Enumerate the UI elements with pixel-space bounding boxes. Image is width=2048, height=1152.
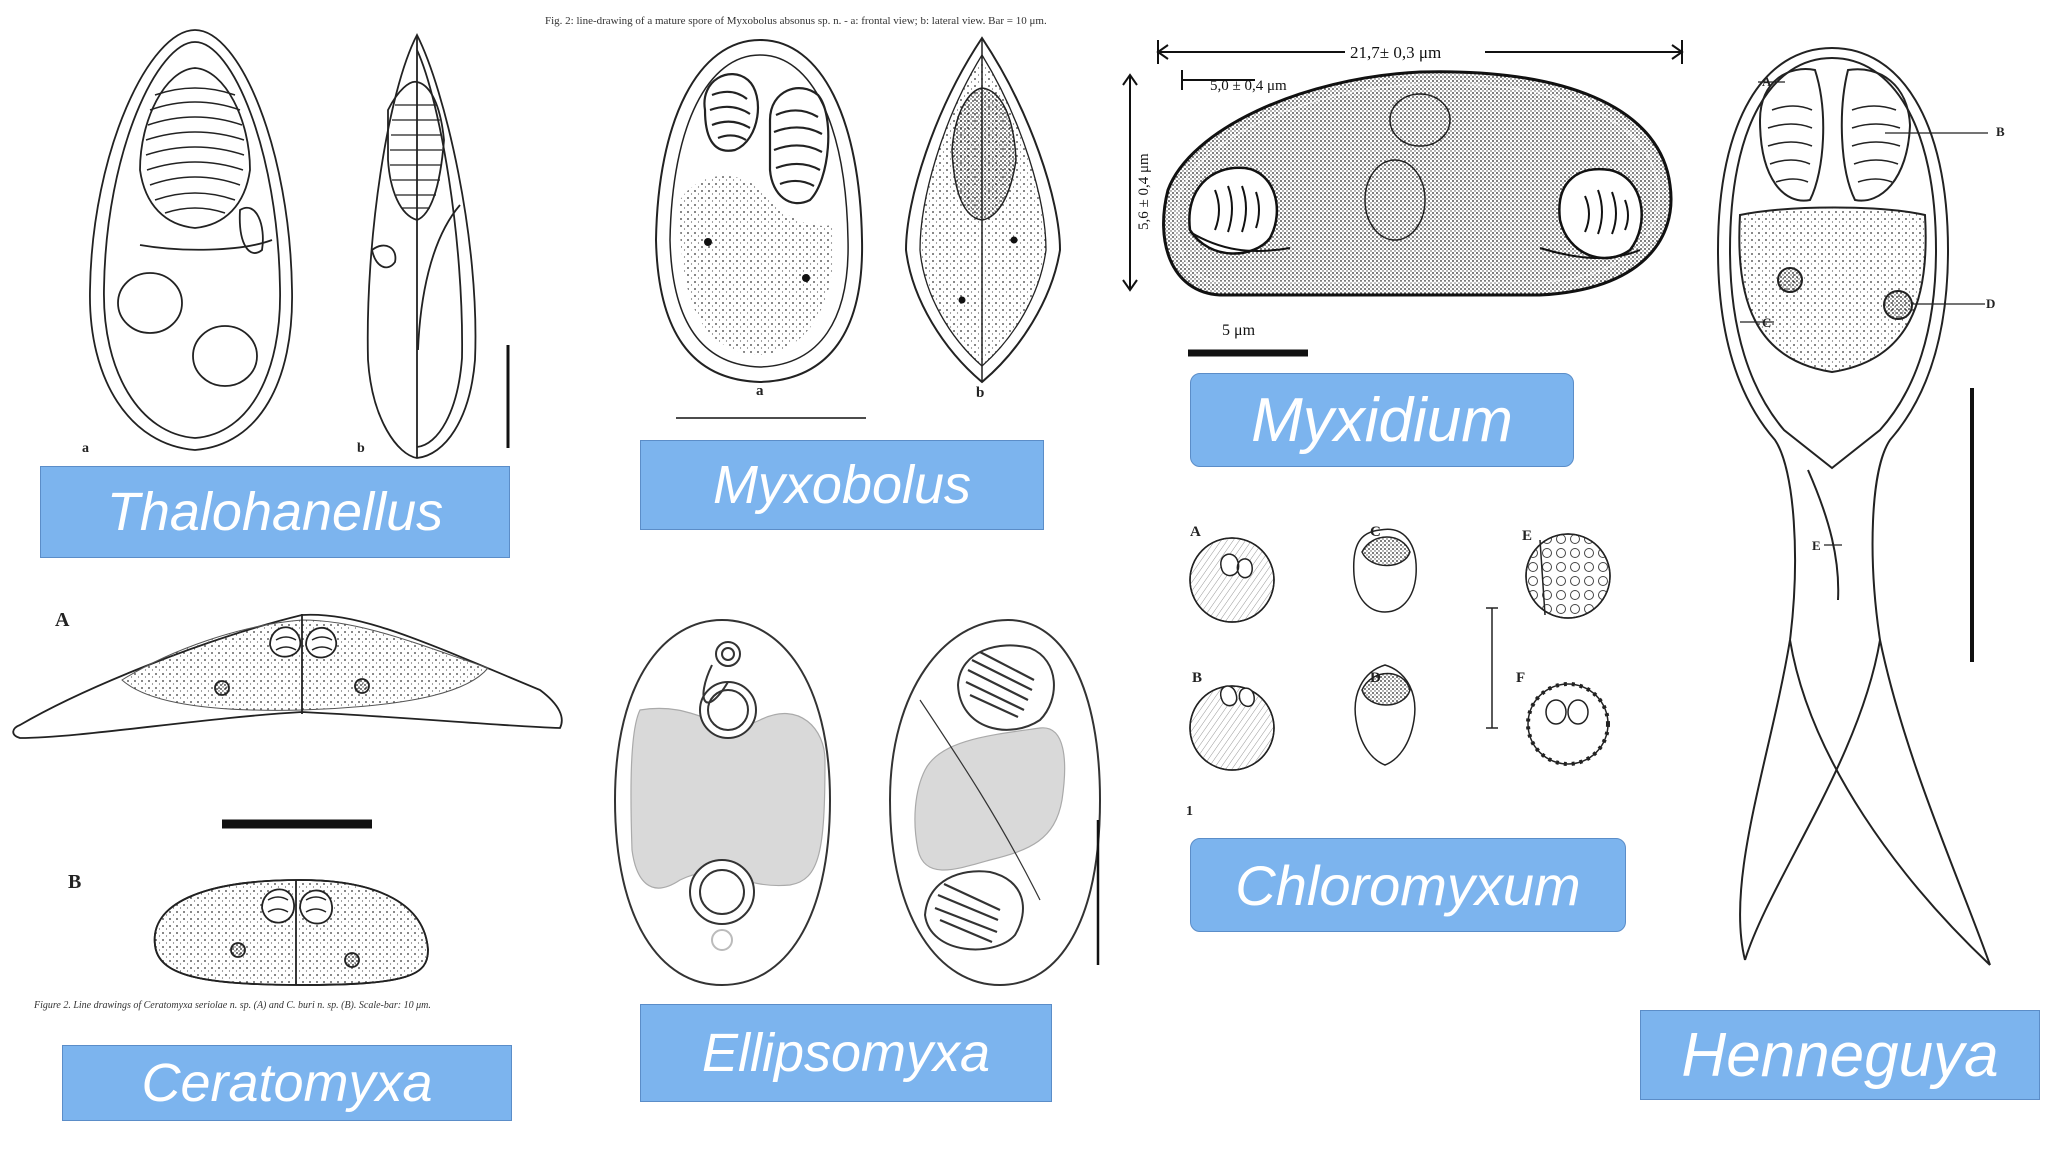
ceratomyxa-figure-caption: Figure 2. Line drawings of Ceratomyxa se… xyxy=(33,1000,431,1011)
henneguya-drawing xyxy=(1716,47,1991,966)
chloro-letter-b: B xyxy=(1192,670,1202,686)
chloro-letter-e: E xyxy=(1522,528,1532,544)
label-henneguya: Henneguya xyxy=(1640,1010,2040,1100)
myxidium-scale-label: 5 μm xyxy=(1222,322,1256,339)
myxobolus-figure-caption: Fig. 2: line-drawing of a mature spore o… xyxy=(545,15,1047,27)
chloromyxum-drawing xyxy=(1189,528,1611,771)
myxidium-length-label: 21,7± 0,3 μm xyxy=(1350,43,1441,62)
myxobolus-lateral-drawing xyxy=(904,36,1062,384)
thal-letter-a: a xyxy=(82,441,89,456)
myxobolus-frontal-drawing xyxy=(654,38,864,384)
chloro-letter-f: F xyxy=(1516,670,1525,686)
myxidium-drawing xyxy=(1122,40,1684,357)
chloro-figure-number: 1 xyxy=(1186,804,1193,819)
thal-letter-b: b xyxy=(357,441,365,456)
ceratomyxa-drawing xyxy=(12,613,563,986)
myxo-letter-a: a xyxy=(756,383,764,399)
myxidium-width-label: 5,6 ± 0,4 μm xyxy=(1136,153,1152,230)
ellipsomyxa-drawing xyxy=(613,618,1102,987)
chloro-letter-c: C xyxy=(1370,524,1381,540)
chloro-letter-a: A xyxy=(1190,524,1201,540)
chloro-letter-d: D xyxy=(1370,670,1381,686)
henn-letter-e: E xyxy=(1812,538,1821,553)
thalohanellus-drawing xyxy=(89,29,293,451)
label-ceratomyxa: Ceratomyxa xyxy=(62,1045,512,1121)
myxo-letter-b: b xyxy=(976,385,984,401)
henn-letter-b: B xyxy=(1996,124,2005,139)
cerato-letter-b: B xyxy=(68,871,81,893)
cerato-letter-a: A xyxy=(55,609,70,631)
henn-letter-c: C xyxy=(1762,315,1771,330)
label-chloromyxum: Chloromyxum xyxy=(1190,838,1626,932)
thalohanellus-lateral-drawing xyxy=(366,33,477,459)
label-ellipsomyxa: Ellipsomyxa xyxy=(640,1004,1052,1102)
henn-letter-a: A xyxy=(1762,74,1772,89)
myxidium-capsule-label: 5,0 ± 0,4 μm xyxy=(1210,78,1287,94)
label-myxidium: Myxidium xyxy=(1190,373,1574,467)
label-thalohanellus: Thalohanellus xyxy=(40,466,510,558)
label-myxobolus: Myxobolus xyxy=(640,440,1044,530)
henn-letter-d: D xyxy=(1986,296,1995,311)
